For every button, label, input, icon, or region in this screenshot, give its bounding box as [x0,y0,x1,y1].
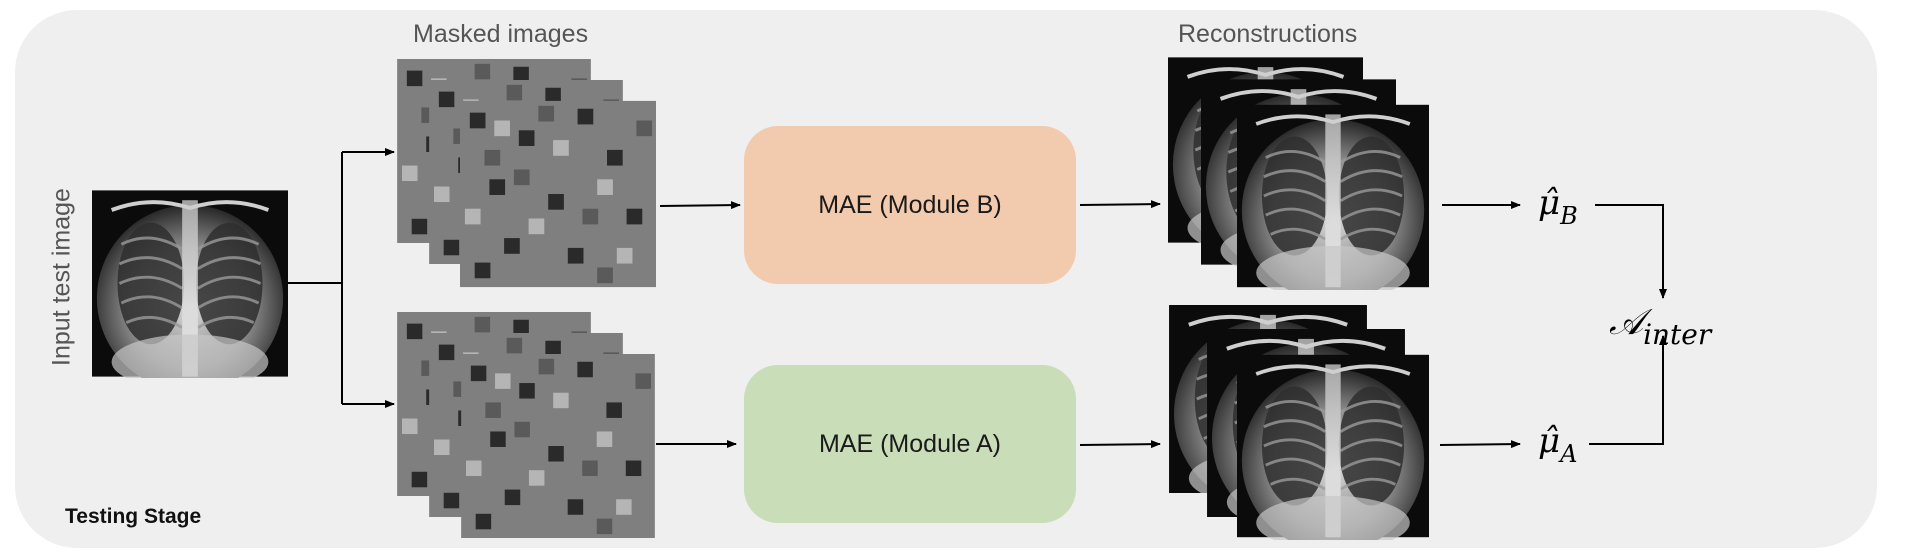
module-input-arrows [656,201,741,448]
mu-a-subscript: A [1558,440,1577,468]
anomaly-score-label: 𝒜inter [1609,302,1713,351]
masked-images-title: Masked images [413,20,589,48]
input-xray-image [92,189,288,378]
mu-a-symbol: μ̂ [1538,421,1560,461]
masked-stack-a [397,312,655,538]
mu-b-label: μ̂B [1538,183,1578,230]
split-connector [288,148,395,408]
masked-stack-b [397,59,656,288]
mu-b-symbol: μ̂ [1538,183,1560,223]
mae-module-b-label: MAE (Module B) [818,190,1002,219]
mae-module-a-label: MAE (Module A) [818,429,1001,458]
mae-module-a: MAE (Module A) [744,365,1076,523]
mu-a-label: μ̂A [1538,421,1577,468]
reconstruction-stack-b [1168,56,1429,290]
testing-stage-label: Testing Stage [65,505,202,528]
reconstructions-title: Reconstructions [1178,20,1358,48]
reconstruction-stack-a [1168,305,1429,540]
mae-module-b: MAE (Module B) [744,126,1076,284]
mu-arrows [1439,201,1667,449]
anomaly-subscript: inter [1643,318,1713,351]
module-output-arrows [1079,200,1161,449]
mu-b-subscript: B [1559,202,1578,230]
